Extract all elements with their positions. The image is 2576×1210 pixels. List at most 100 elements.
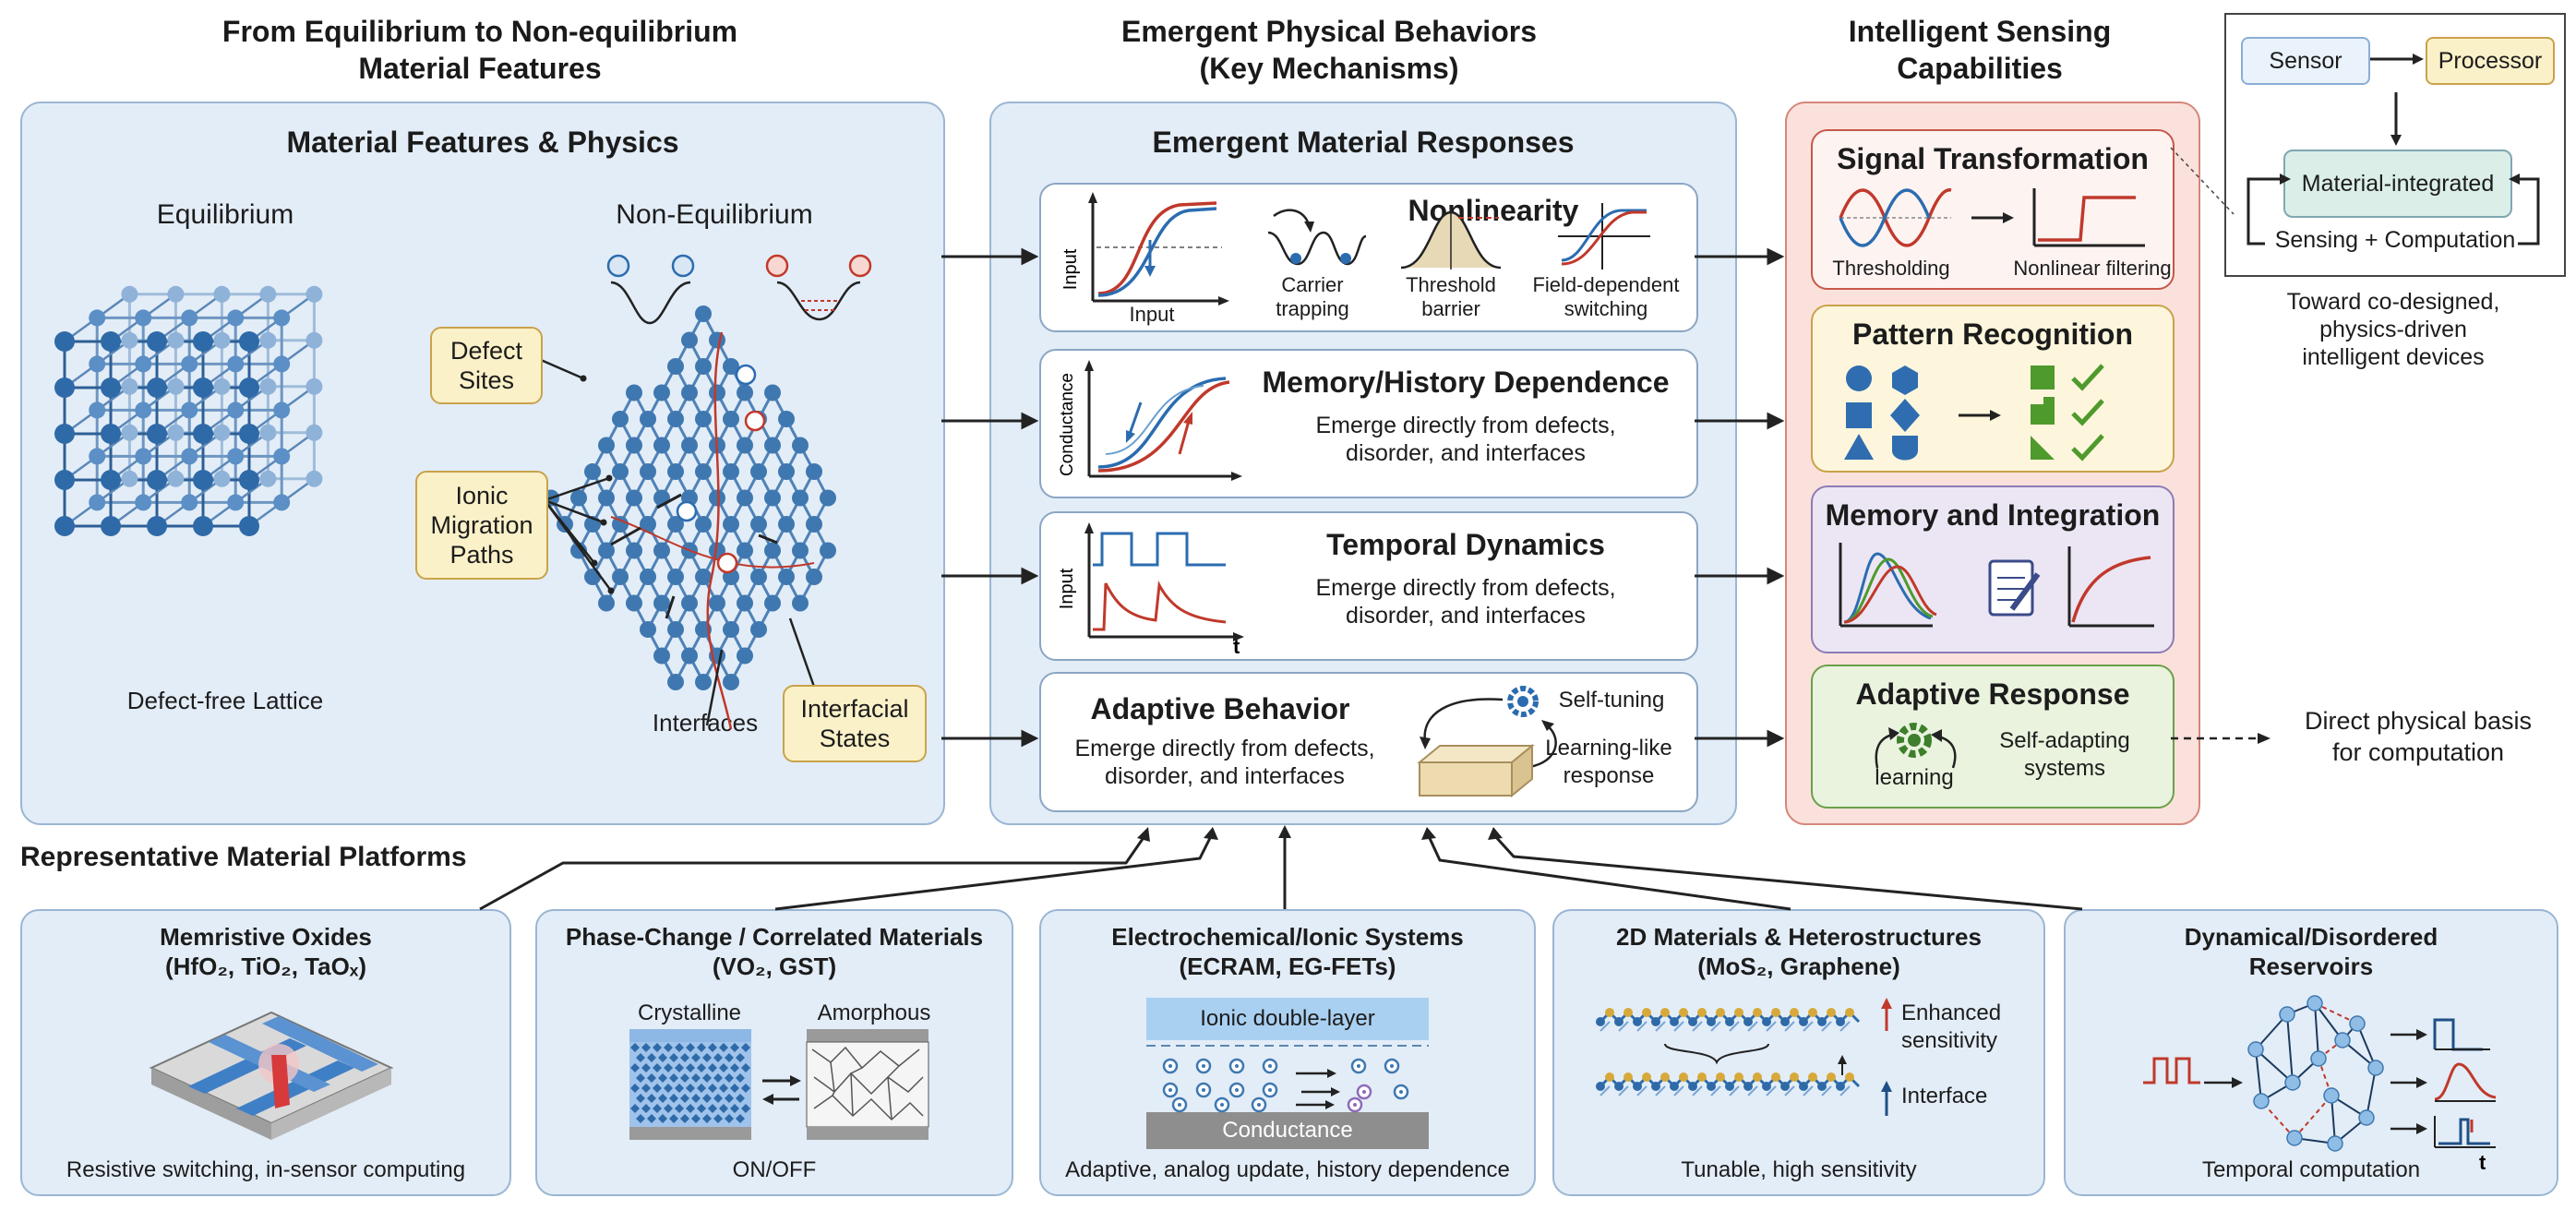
memory-integration-title: Memory and Integration bbox=[1825, 498, 2161, 532]
self-adapting-label: Self-adapting systems bbox=[1977, 727, 2152, 783]
nonlinearity-card: Nonlinearity Carrier trapping Threshold … bbox=[1039, 183, 1698, 332]
adaptive-behavior-graphics bbox=[1417, 686, 1557, 798]
classified-triangle-icon bbox=[2031, 436, 2055, 460]
diamond-shape-icon bbox=[1890, 399, 1920, 432]
codesign-arrows bbox=[2247, 54, 2540, 246]
defect-sites-line1: Defect bbox=[449, 337, 523, 365]
signal-transformation-title: Signal Transformation bbox=[1837, 142, 2149, 175]
triangle-shape-icon bbox=[1844, 434, 1874, 460]
memory-emerge-line1: Emerge directly from defects, bbox=[1315, 413, 1616, 438]
carrier-line2: trapping bbox=[1276, 297, 1349, 320]
right-column-title-line1: Intelligent Sensing bbox=[1848, 15, 2112, 48]
toward-line2: physics-driven bbox=[2319, 317, 2467, 342]
enhanced-line2: sensitivity bbox=[1901, 1028, 1998, 1053]
rounded-shape-icon bbox=[1892, 436, 1918, 461]
learning-like-label: Learning-like response bbox=[1530, 735, 1687, 790]
amorphous-network bbox=[811, 1046, 924, 1121]
middle-column-title: Emergent Physical Behaviors (Key Mechani… bbox=[1071, 13, 1588, 87]
self-tuning-label: Self-tuning bbox=[1558, 688, 1665, 713]
platform-phase-title-1: Phase-Change / Correlated Materials bbox=[565, 923, 984, 951]
left-column-title-line1: From Equilibrium to Non-equilibrium bbox=[222, 15, 738, 48]
platform-memristive-caption: Resistive switching, in-sensor computing bbox=[66, 1157, 466, 1182]
right-column-title-line2: Capabilities bbox=[1897, 52, 2063, 85]
adaptive-response-graphics bbox=[1875, 723, 1957, 769]
signal-transformation-graphics bbox=[1839, 188, 2145, 247]
nonlinear-filtering-label: Nonlinear filtering bbox=[2013, 257, 2172, 280]
platform-electro-title-2: (ECRAM, EG-FETs) bbox=[1179, 952, 1396, 980]
sensor-box: Sensor bbox=[2241, 37, 2370, 85]
platform-2d-title-1: 2D Materials & Heterostructures bbox=[1616, 923, 1982, 951]
ion-particles bbox=[1162, 1058, 1409, 1113]
platform-2d-caption: Tunable, high sensitivity bbox=[1681, 1157, 1917, 1182]
pattern-recognition-card: Pattern Recognition bbox=[1811, 305, 2175, 473]
processor-box: Processor bbox=[2426, 37, 2555, 85]
ionic-line1: Ionic bbox=[455, 482, 509, 509]
platforms-title: Representative Material Platforms bbox=[20, 842, 467, 872]
ionic-double-layer-bar: Ionic double-layer bbox=[1146, 998, 1429, 1040]
nonlinearity-graphics: Input bbox=[1060, 192, 1650, 305]
adaptive-behavior-card: Adaptive Behavior Emerge directly from d… bbox=[1039, 672, 1698, 812]
self-adapting-line1: Self-adapting bbox=[1999, 728, 2130, 753]
left-column-title-line2: Material Features bbox=[358, 52, 602, 85]
learning-line1: Learning-like bbox=[1545, 736, 1672, 761]
platform-memristive-title-1: Memristive Oxides bbox=[160, 923, 372, 951]
toward-line3: intelligent devices bbox=[2302, 344, 2485, 370]
gear-icon bbox=[1507, 686, 1539, 717]
platform-electro-title-1: Electrochemical/Ionic Systems bbox=[1111, 923, 1464, 951]
material-block-icon bbox=[1417, 743, 1535, 798]
platform-2d-title-2: (MoS₂, Graphene) bbox=[1697, 952, 1900, 980]
right-column-title: Intelligent Sensing Capabilities bbox=[1786, 13, 2174, 87]
nonlinearity-x-axis-label: Input bbox=[1129, 303, 1175, 326]
interface-label: Interface bbox=[1901, 1084, 1988, 1108]
platform-2d-title: 2D Materials & Heterostructures (MoS₂, G… bbox=[1554, 922, 2043, 981]
check-icon-1 bbox=[2071, 364, 2104, 391]
adaptive-behavior-title: Adaptive Behavior bbox=[1090, 692, 1350, 725]
pattern-recognition-title: Pattern Recognition bbox=[1851, 317, 2133, 351]
sensing-computation-label: Sensing + Computation bbox=[2252, 227, 2538, 254]
temporal-pulse-graph: Input t bbox=[1057, 522, 1244, 658]
ionic-line3: Paths bbox=[449, 541, 514, 569]
ionic-line2: Migration bbox=[430, 511, 533, 539]
hexagon-shape-icon bbox=[1892, 365, 1918, 395]
field-line1: Field-dependent bbox=[1532, 273, 1680, 296]
platform-phase-change: Phase-Change / Correlated Materials (VO₂… bbox=[535, 909, 1013, 1196]
platform-memristive-title-2: (HfO₂, TiO₂, TaOₓ) bbox=[165, 952, 366, 980]
platform-electro-caption: Adaptive, analog update, history depende… bbox=[1065, 1157, 1510, 1182]
temporal-emerge-line1: Emerge directly from defects, bbox=[1315, 575, 1616, 601]
conductance-bar: Conductance bbox=[1146, 1112, 1429, 1149]
memory-emerge-text: Emerge directly from defects, disorder, … bbox=[1263, 412, 1669, 467]
direct-line2: for computation bbox=[2331, 738, 2505, 766]
material-integrated-box: Material-integrated bbox=[2283, 150, 2512, 218]
memory-title: Memory/History Dependence bbox=[1262, 365, 1670, 399]
defect-sites-line2: Sites bbox=[458, 366, 515, 394]
lattice-diagram bbox=[54, 254, 872, 730]
equilibrium-label: Equilibrium bbox=[156, 199, 294, 230]
memory-card: Memory/History Dependence Emerge directl… bbox=[1039, 349, 1698, 498]
memory-emerge-line2: disorder, and interfaces bbox=[1346, 440, 1586, 466]
field-line2: switching bbox=[1564, 297, 1648, 320]
ionic-particles-graphics bbox=[1146, 1045, 1429, 1113]
reservoir-network-graphics: t bbox=[2143, 995, 2497, 1174]
phase-change-graphics bbox=[629, 1029, 929, 1140]
platform-phase-change-title: Phase-Change / Correlated Materials (VO₂… bbox=[537, 922, 1012, 981]
defect-free-lattice-label: Defect-free Lattice bbox=[126, 687, 324, 714]
field-switching-label: Field-dependent switching bbox=[1523, 273, 1689, 321]
adaptive-response-card: Adaptive Response learning Self-adapting… bbox=[1811, 665, 2175, 809]
pattern-recognition-graphics bbox=[1844, 364, 2104, 461]
material-panel-title: Material Features & Physics bbox=[286, 126, 679, 159]
memory-integration-card: Memory and Integration bbox=[1811, 485, 2175, 653]
non-equilibrium-label: Non-Equilibrium bbox=[616, 199, 813, 230]
temporal-emerge-text: Emerge directly from defects, disorder, … bbox=[1263, 574, 1669, 629]
defect-free-lattice-cube bbox=[54, 285, 323, 536]
temporal-emerge-line2: disorder, and interfaces bbox=[1346, 603, 1586, 629]
non-equilibrium-lattice bbox=[540, 254, 872, 730]
platform-memristive-oxides: Memristive Oxides (HfO₂, TiO₂, TaOₓ) Res… bbox=[20, 909, 511, 1196]
platform-memristive-title: Memristive Oxides (HfO₂, TiO₂, TaOₓ) bbox=[22, 922, 509, 981]
thresholding-label: Thresholding bbox=[1832, 257, 1950, 280]
atomic-layers bbox=[1596, 1008, 1861, 1096]
signal-transformation-card: Signal Transformation Thresholding Nonli… bbox=[1811, 129, 2175, 290]
notepad-pencil-icon bbox=[1988, 559, 2041, 617]
platform-electrochemical: Electrochemical/Ionic Systems (ECRAM, EG… bbox=[1039, 909, 1536, 1196]
crystalline-lattice bbox=[630, 1043, 750, 1123]
amorphous-label: Amorphous bbox=[817, 1000, 931, 1025]
